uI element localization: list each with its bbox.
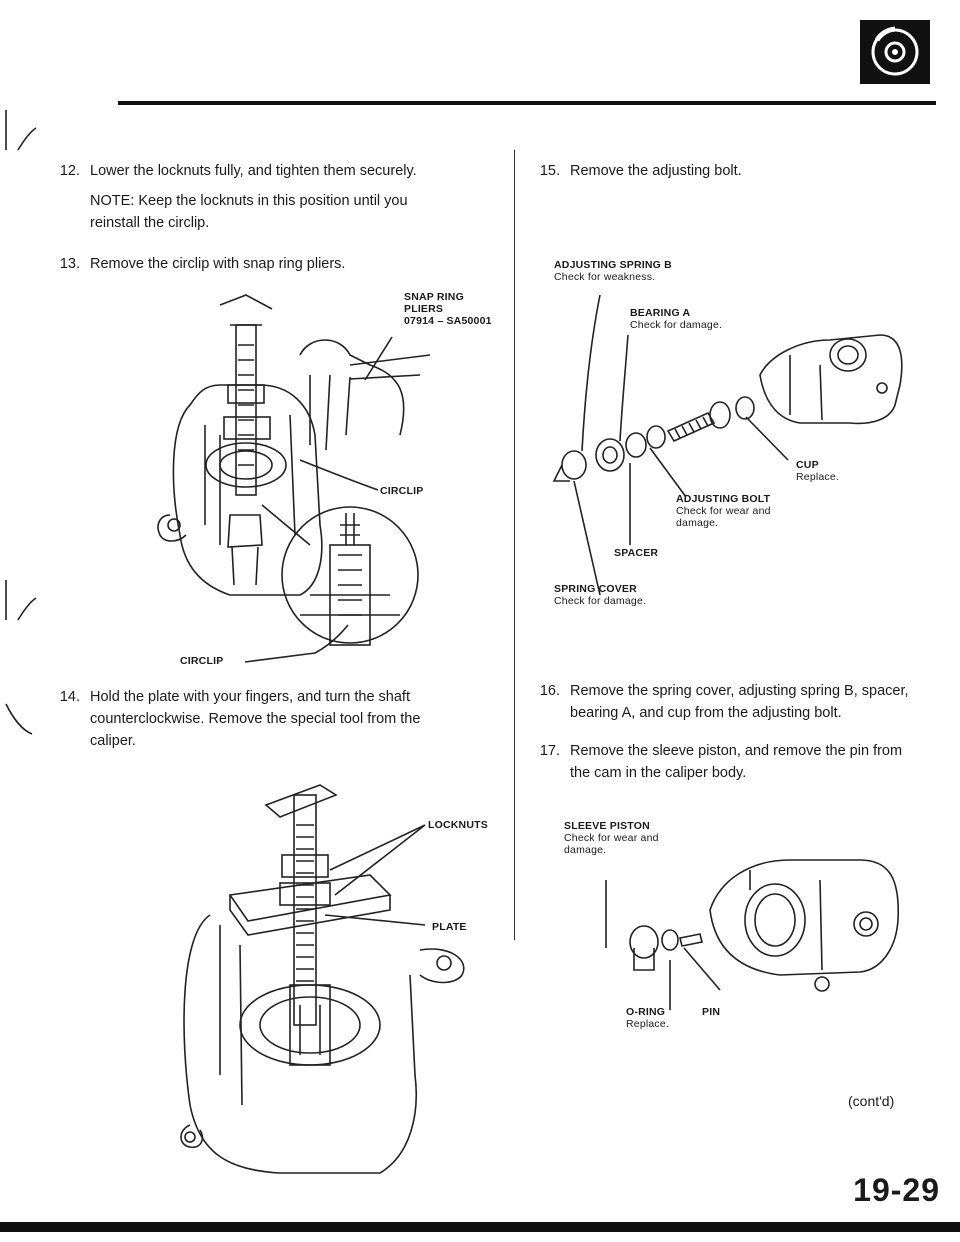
label-note: Check for wear and <box>676 505 771 517</box>
label-title: ADJUSTING SPRING B <box>554 259 672 271</box>
label-note: Check for wear and <box>564 832 659 844</box>
step-text: Remove the circlip with snap ring pliers… <box>90 256 346 272</box>
step-12-note: NOTE: Keep the locknuts in this position… <box>90 190 500 234</box>
step-12: 12. Lower the locknuts fully, and tighte… <box>54 160 494 182</box>
label-bearing-a: BEARING A Check for damage. <box>630 307 722 331</box>
column-divider <box>514 150 515 940</box>
adjusting-bolt-illustration <box>552 294 903 596</box>
text-line: Remove the sleeve piston, and remove the… <box>570 743 903 759</box>
step-number: 13. <box>59 256 80 272</box>
text-line: Remove the spring cover, adjusting sprin… <box>570 683 909 699</box>
label-line: SNAP RING <box>404 291 464 303</box>
binding-mark-top <box>5 110 37 151</box>
label-title: O-RING <box>626 1006 666 1018</box>
label-note: damage. <box>564 844 607 856</box>
label-o-ring: O-RING Replace. <box>626 1006 669 1030</box>
label-note: Check for weakness. <box>554 271 656 283</box>
label-snap-ring-pliers: SNAP RING PLIERS 07914 – SA50001 <box>404 291 492 327</box>
label-locknuts: LOCKNUTS <box>428 819 488 831</box>
label-spring-cover: SPRING COVER Check for damage. <box>554 583 646 607</box>
label-line: PLIERS <box>404 303 444 315</box>
label-circlip-bottom: CIRCLIP <box>180 655 224 667</box>
text-line: Hold the plate with your fingers, and tu… <box>90 689 410 705</box>
step-text: Remove the adjusting bolt. <box>570 163 742 179</box>
text-line: the cam in the caliper body. <box>570 765 747 781</box>
step-15: 15. Remove the adjusting bolt. <box>534 160 934 182</box>
brake-disc-icon <box>871 26 919 76</box>
binding-mark-bottom <box>5 703 33 735</box>
continued-note: (cont'd) <box>848 1093 895 1109</box>
page-number: 19-29 <box>853 1172 940 1208</box>
step-13: 13. Remove the circlip with snap ring pl… <box>54 253 494 275</box>
label-circlip-top: CIRCLIP <box>380 485 424 497</box>
label-note: Replace. <box>796 471 840 483</box>
label-note: damage. <box>676 517 719 529</box>
label-line: 07914 – SA50001 <box>404 315 492 327</box>
figure-snap-ring-pliers: SNAP RING PLIERS 07914 – SA50001 CIRCLIP… <box>150 285 510 685</box>
binding-mark-mid <box>5 580 37 621</box>
label-note: Check for damage. <box>554 595 647 607</box>
header-rule <box>118 101 936 105</box>
label-title: CUP <box>796 459 819 471</box>
note-line: reinstall the circlip. <box>90 215 210 231</box>
text-line: counterclockwise. Remove the special too… <box>90 711 421 727</box>
label-title: SLEEVE PISTON <box>564 820 650 832</box>
step-number: 17. <box>539 743 560 759</box>
label-note: Check for damage. <box>630 319 723 331</box>
step-number: 14. <box>59 689 80 705</box>
label-adjusting-bolt: ADJUSTING BOLT Check for wear and damage… <box>676 493 771 529</box>
footer-rule <box>0 1222 960 1232</box>
label-cup: CUP Replace. <box>796 459 839 483</box>
label-title: ADJUSTING BOLT <box>676 493 771 505</box>
section-icon <box>860 20 930 84</box>
label-sleeve-piston: SLEEVE PISTON Check for wear and damage. <box>564 820 659 856</box>
step-text: Remove the sleeve piston, and remove the… <box>570 740 944 784</box>
caliper-pliers-illustration <box>157 294 431 646</box>
text-line: caliper. <box>90 733 136 749</box>
leader-lines-fig1 <box>244 336 393 663</box>
text-line: bearing A, and cup from the adjusting bo… <box>570 705 842 721</box>
note-line: NOTE: Keep the locknuts in this position… <box>90 193 408 209</box>
tool-removal-illustration <box>180 784 465 1174</box>
step-text: Lower the locknuts fully, and tighten th… <box>90 163 417 179</box>
step-number: 12. <box>59 163 80 179</box>
figure-locknuts-plate: LOCKNUTS PLATE <box>170 775 510 1175</box>
step-text: Remove the spring cover, adjusting sprin… <box>570 680 944 724</box>
sleeve-piston-illustration <box>605 859 900 1010</box>
label-spacer: SPACER <box>614 547 659 559</box>
step-number: 16. <box>539 683 560 699</box>
label-adjusting-spring-b: ADJUSTING SPRING B Check for weakness. <box>554 259 672 283</box>
step-text: Hold the plate with your fingers, and tu… <box>90 686 504 752</box>
figure-adjusting-bolt: ADJUSTING SPRING B Check for weakness. B… <box>530 255 930 615</box>
label-note: Replace. <box>626 1018 670 1030</box>
figure-sleeve-piston: SLEEVE PISTON Check for wear and damage.… <box>560 820 930 1030</box>
label-pin: PIN <box>702 1006 721 1018</box>
step-number: 15. <box>539 163 560 179</box>
label-plate: PLATE <box>432 921 467 933</box>
label-title: BEARING A <box>630 307 691 319</box>
label-title: SPRING COVER <box>554 583 637 595</box>
